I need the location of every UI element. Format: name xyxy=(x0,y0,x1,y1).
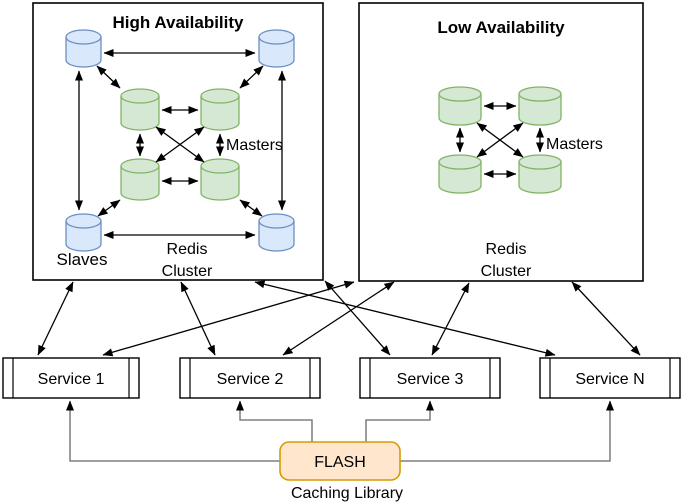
service-n-box: Service N xyxy=(539,357,681,399)
slave-db-icon xyxy=(258,29,295,68)
link-ha-service3 xyxy=(324,280,391,356)
la-redis-cluster-label-line2: Cluster xyxy=(481,263,532,280)
flash-box xyxy=(279,441,401,481)
master-db-icon xyxy=(518,154,562,194)
la-cluster-title: Low Availability xyxy=(437,18,565,37)
service-2-box: Service 2 xyxy=(179,357,321,399)
ha-redis-cluster-label-line1: Redis xyxy=(167,241,208,258)
link-la-serviceN xyxy=(571,281,641,356)
slave-db-icon xyxy=(258,213,295,252)
flash-to-service2-connector xyxy=(236,400,313,442)
la-redis-cluster-label-line1: Redis xyxy=(486,241,527,258)
arrow-slave-master-tl xyxy=(96,65,121,89)
link-ha-service1 xyxy=(37,281,74,356)
link-la-service3 xyxy=(431,282,470,356)
flash-to-service3-connector xyxy=(365,400,434,442)
service-n-label: Service N xyxy=(575,371,644,388)
ha-slaves-label: Slaves xyxy=(56,250,107,269)
master-db-icon xyxy=(120,158,160,201)
master-db-icon xyxy=(200,88,240,131)
slave-db-icon xyxy=(65,29,102,68)
link-la-service1 xyxy=(102,280,355,357)
arrow-slave-master-tr xyxy=(239,65,264,89)
master-db-icon xyxy=(438,86,482,126)
arrow-ha-masters-diag2 xyxy=(155,126,205,163)
flash-to-service1-connector xyxy=(66,400,280,462)
master-db-icon xyxy=(518,86,562,126)
ha-cluster-title: High Availability xyxy=(113,13,245,32)
flash-caption: Caching Library xyxy=(291,485,403,502)
service-1-box: Service 1 xyxy=(2,357,140,399)
ha-redis-cluster-label-line2: Cluster xyxy=(162,263,213,280)
la-masters-label: Masters xyxy=(546,136,603,153)
master-db-icon xyxy=(120,88,160,131)
service-2-label: Service 2 xyxy=(217,371,284,388)
slave-db-icon xyxy=(65,213,102,252)
link-ha-service2 xyxy=(180,281,216,356)
master-db-icon xyxy=(200,158,240,201)
master-db-icon xyxy=(438,154,482,194)
flash-to-serviceN-connector xyxy=(400,400,614,462)
service-3-label: Service 3 xyxy=(397,371,464,388)
link-la-service2 xyxy=(282,281,395,356)
arrow-slave-master-bl xyxy=(97,199,121,217)
service-1-label: Service 1 xyxy=(38,371,105,388)
ha-masters-label: Masters xyxy=(226,137,283,154)
arrow-slave-master-br xyxy=(239,199,263,217)
service-3-box: Service 3 xyxy=(359,357,501,399)
flash-label: FLASH xyxy=(314,454,366,471)
arrow-la-masters-diag2 xyxy=(476,122,524,158)
